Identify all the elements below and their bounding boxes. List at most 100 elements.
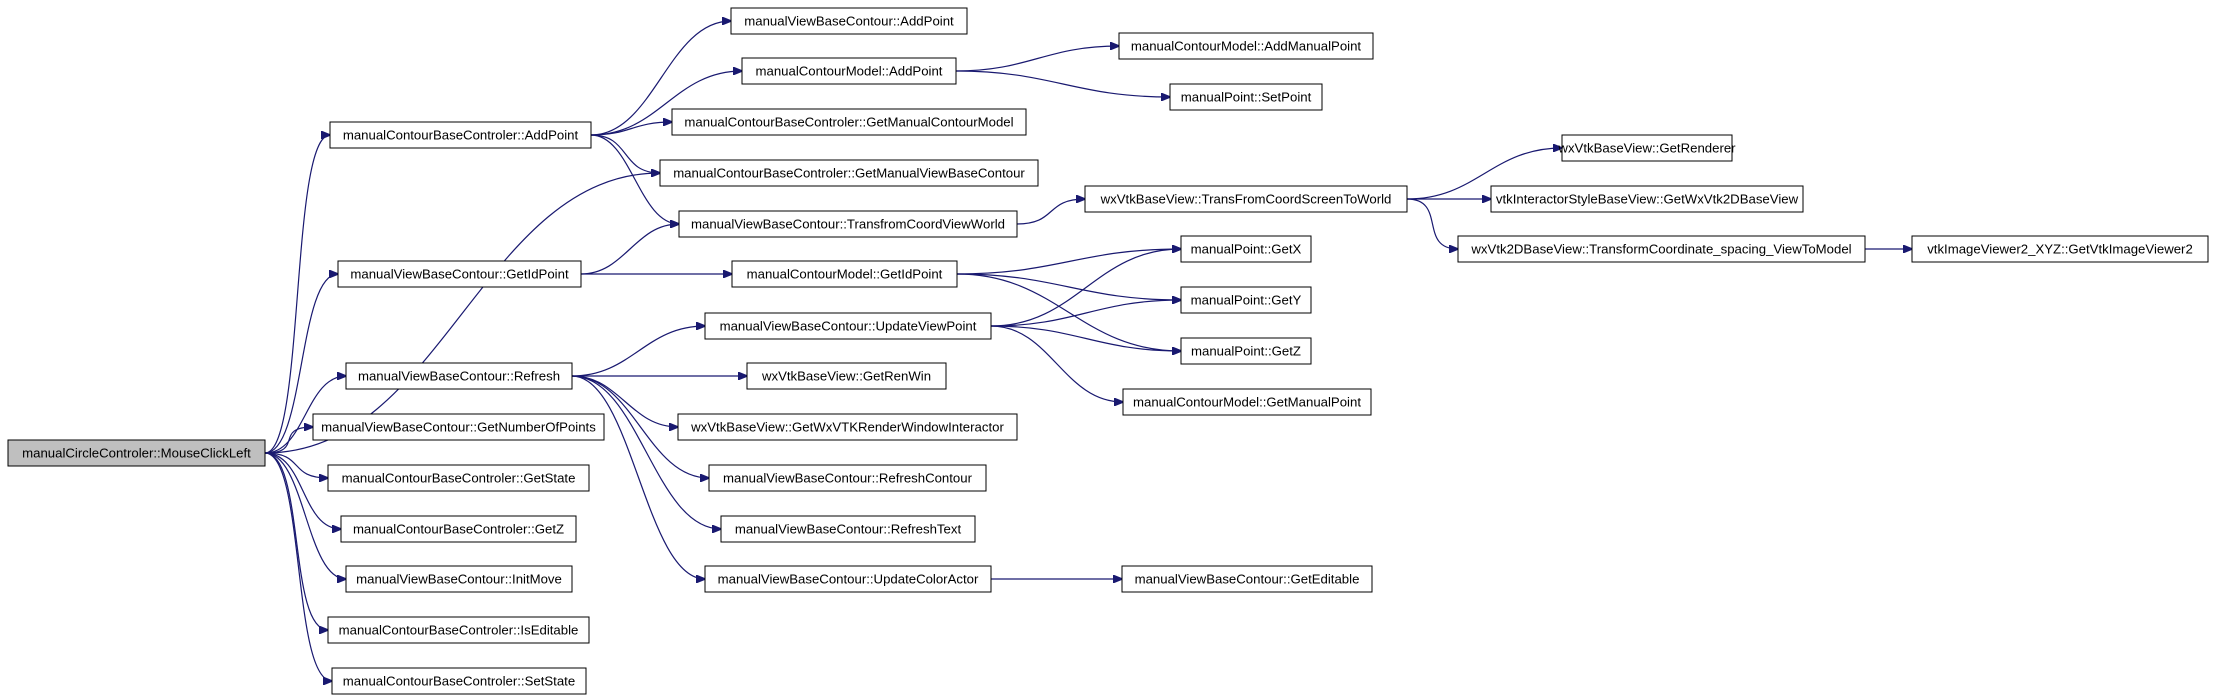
edge-root-to-vbc-initmove <box>264 452 346 579</box>
edge-root-to-vbc-getidpoint <box>264 274 338 454</box>
node-cbc-setstate[interactable]: manualContourBaseControler::SetState <box>331 667 587 695</box>
node-wx-getwxvtkrenderwindowinteractor[interactable]: wxVtkBaseView::GetWxVTKRenderWindowInter… <box>677 413 1018 441</box>
node-cm-getmanualpoint[interactable]: manualContourModel::GetManualPoint <box>1122 388 1372 416</box>
node-label: wxVtkBaseView::GetRenWin <box>761 369 931 384</box>
node-isbv-getwxvtk2dbaseview[interactable]: vtkInteractorStyleBaseView::GetWxVtk2DBa… <box>1490 185 1804 213</box>
node-vbc-getnumberofpoints[interactable]: manualViewBaseContour::GetNumberOfPoints <box>312 413 605 441</box>
node-vbc-updateviewpoint[interactable]: manualViewBaseContour::UpdateViewPoint <box>704 312 992 340</box>
node-box <box>1457 235 1866 263</box>
node-label: manualContourModel::AddManualPoint <box>1131 39 1362 54</box>
node-label: vtkInteractorStyleBaseView::GetWxVtk2DBa… <box>1496 192 1799 207</box>
edge-vbc-updateviewpoint-to-mp-getz <box>990 325 1181 351</box>
edge-cm-getidpoint-to-mp-gety <box>956 273 1181 300</box>
node-label: manualContourModel::AddPoint <box>756 64 943 79</box>
edge-vbc-updateviewpoint-to-mp-getx <box>990 249 1181 327</box>
node-label: wxVtkBaseView::TransFromCoordScreenToWor… <box>1100 192 1392 207</box>
node-vbc-initmove[interactable]: manualViewBaseContour::InitMove <box>345 565 573 593</box>
node-box <box>1169 83 1323 111</box>
node-label: manualViewBaseContour::RefreshContour <box>723 471 973 486</box>
node-cbc-addpoint[interactable]: manualContourBaseControler::AddPoint <box>329 121 592 149</box>
node-box <box>327 616 590 644</box>
node-cm-getidpoint[interactable]: manualContourModel::GetIdPoint <box>731 260 958 288</box>
edge-root-to-cbc-getz <box>264 452 341 529</box>
node-mp-setpoint[interactable]: manualPoint::SetPoint <box>1169 83 1323 111</box>
node-box <box>1490 185 1804 213</box>
node-vbc-updatecoloractor[interactable]: manualViewBaseContour::UpdateColorActor <box>704 565 992 593</box>
node-box <box>312 413 605 441</box>
edge-root-to-vbc-refresh <box>264 376 346 454</box>
node-cbc-iseditable[interactable]: manualContourBaseControler::IsEditable <box>327 616 590 644</box>
node-box <box>1122 388 1372 416</box>
edge-wx-transfromcoordscreentoworld-to-wx2d-transformcoordinate <box>1406 198 1458 249</box>
node-box <box>720 515 976 543</box>
edge-cm-getidpoint-to-mp-getx <box>956 249 1181 275</box>
edge-cbc-addpoint-to-cbc-getmanualviewbasecontour <box>590 134 660 173</box>
node-box <box>337 260 582 288</box>
node-wx2d-transformcoordinate[interactable]: wxVtk2DBaseView::TransformCoordinate_spa… <box>1457 235 1866 263</box>
node-box <box>677 413 1018 441</box>
edge-vbc-refresh-to-vbc-updatecoloractor <box>571 375 705 579</box>
node-root[interactable]: manualCircleControler::MouseClickLeft <box>7 439 266 467</box>
edge-cbc-addpoint-to-cbc-getmanualcontourmodel <box>590 122 672 136</box>
node-vbc-refresh[interactable]: manualViewBaseContour::Refresh <box>345 362 573 390</box>
node-label: wxVtkBaseView::GetRenderer <box>1557 141 1736 156</box>
node-box <box>1180 337 1312 365</box>
node-box <box>708 464 987 492</box>
edge-cbc-addpoint-to-vbc-addpoint <box>590 21 731 136</box>
node-cbc-getmanualcontourmodel[interactable]: manualContourBaseControler::GetManualCon… <box>671 108 1027 136</box>
node-label: manualPoint::GetY <box>1191 293 1302 308</box>
edge-vbc-refresh-to-vbc-refreshcontour <box>571 375 709 478</box>
edge-vbc-updateviewpoint-to-mp-gety <box>990 300 1181 327</box>
nodes-layer: manualCircleControler::MouseClickLeftman… <box>7 7 2209 695</box>
node-vbc-geteditable[interactable]: manualViewBaseContour::GetEditable <box>1121 565 1373 593</box>
node-box <box>671 108 1027 136</box>
node-label: manualContourBaseControler::GetState <box>342 471 576 486</box>
edge-vbc-getidpoint-to-vbc-transfromcoordviewworld <box>580 224 679 275</box>
node-label: manualContourBaseControler::SetState <box>343 674 575 689</box>
node-box <box>704 312 992 340</box>
edge-cbc-addpoint-to-vbc-transfromcoordviewworld <box>590 134 679 224</box>
node-box <box>746 362 947 390</box>
edge-root-to-cbc-getstate <box>264 452 328 478</box>
node-vbc-refreshcontour[interactable]: manualViewBaseContour::RefreshContour <box>708 464 987 492</box>
edge-root-to-cbc-addpoint <box>264 135 330 454</box>
node-box <box>1180 286 1312 314</box>
node-cm-addmanualpoint[interactable]: manualContourModel::AddManualPoint <box>1118 32 1374 60</box>
node-label: manualPoint::SetPoint <box>1181 90 1312 105</box>
node-vbc-refreshtext[interactable]: manualViewBaseContour::RefreshText <box>720 515 976 543</box>
node-label: manualContourModel::GetManualPoint <box>1133 395 1361 410</box>
node-wx-transfromcoordscreentoworld[interactable]: wxVtkBaseView::TransFromCoordScreenToWor… <box>1084 185 1408 213</box>
edge-cm-getidpoint-to-mp-getz <box>956 273 1181 351</box>
node-box <box>327 464 590 492</box>
edge-vbc-updateviewpoint-to-cm-getmanualpoint <box>990 325 1123 402</box>
node-box <box>345 362 573 390</box>
node-label: manualContourBaseControler::GetManualVie… <box>673 166 1025 181</box>
edge-cm-addpoint-to-cm-addmanualpoint <box>955 46 1119 72</box>
node-box <box>731 260 958 288</box>
node-cbc-getz[interactable]: manualContourBaseControler::GetZ <box>340 515 577 543</box>
node-cbc-getstate[interactable]: manualContourBaseControler::GetState <box>327 464 590 492</box>
node-label: wxVtkBaseView::GetWxVTKRenderWindowInter… <box>690 420 1004 435</box>
node-mp-getz[interactable]: manualPoint::GetZ <box>1180 337 1312 365</box>
node-label: manualViewBaseContour::Refresh <box>358 369 560 384</box>
node-mp-gety[interactable]: manualPoint::GetY <box>1180 286 1312 314</box>
node-label: manualContourBaseControler::IsEditable <box>339 623 579 638</box>
node-vbc-getidpoint[interactable]: manualViewBaseContour::GetIdPoint <box>337 260 582 288</box>
node-box <box>331 667 587 695</box>
node-box <box>1084 185 1408 213</box>
node-wx-getrenderer[interactable]: wxVtkBaseView::GetRenderer <box>1557 134 1736 162</box>
node-box <box>1180 235 1312 263</box>
node-label: manualViewBaseContour::GetNumberOfPoints <box>321 420 596 435</box>
node-label: manualViewBaseContour::GetIdPoint <box>350 267 569 282</box>
edge-root-to-vbc-getnumberofpoints <box>264 427 313 454</box>
node-vbc-transfromcoordviewworld[interactable]: manualViewBaseContour::TransfromCoordVie… <box>678 210 1018 238</box>
node-label: manualViewBaseContour::InitMove <box>356 572 562 587</box>
node-wx-getrenwin[interactable]: wxVtkBaseView::GetRenWin <box>746 362 947 390</box>
node-vtkiv-getvtkimageviewer2[interactable]: vtkImageViewer2_XYZ::GetVtkImageViewer2 <box>1911 235 2209 263</box>
node-cm-addpoint[interactable]: manualContourModel::AddPoint <box>741 57 957 85</box>
node-vbc-addpoint[interactable]: manualViewBaseContour::AddPoint <box>730 7 968 35</box>
node-cbc-getmanualviewbasecontour[interactable]: manualContourBaseControler::GetManualVie… <box>659 159 1039 187</box>
node-mp-getx[interactable]: manualPoint::GetX <box>1180 235 1312 263</box>
node-label: manualViewBaseContour::TransfromCoordVie… <box>691 217 1005 232</box>
